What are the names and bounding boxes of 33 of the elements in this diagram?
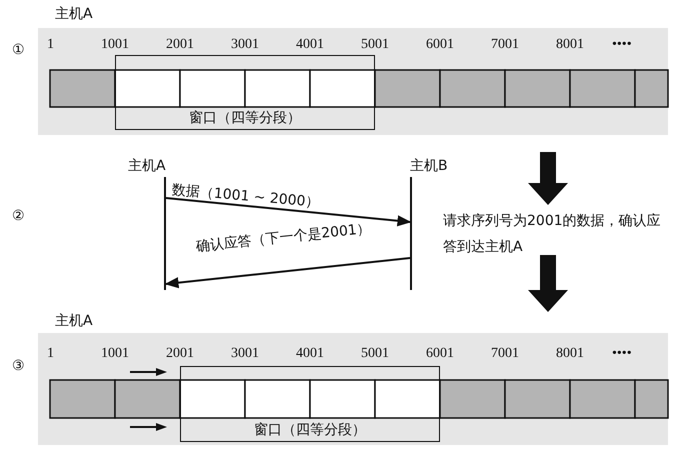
sequence-number: 2001 bbox=[165, 345, 195, 363]
window-box: 窗口（四等分段） bbox=[180, 366, 440, 442]
sequence-number: 3001 bbox=[230, 36, 260, 54]
sequence-number: 8001 bbox=[555, 36, 585, 54]
arrow bbox=[164, 257, 410, 288]
step-number: ② bbox=[12, 208, 25, 226]
sequence-number: 3001 bbox=[230, 345, 260, 363]
sequence-number: 1001 bbox=[100, 36, 130, 54]
sequence-number: 4001 bbox=[295, 345, 325, 363]
edge-label: 数据（1001 ~ 2000） bbox=[171, 181, 320, 212]
ellipsis-dots: •••• bbox=[612, 36, 632, 54]
note-text: 请求序列号为2001的数据，确认应答到达主机A bbox=[443, 212, 662, 257]
sequence-number: 4001 bbox=[295, 36, 325, 54]
host-label: 主机A bbox=[55, 5, 93, 23]
ellipsis-dots: •••• bbox=[612, 345, 632, 363]
host-label: 主机A bbox=[55, 312, 93, 330]
host-lifeline: 主机A bbox=[128, 157, 166, 290]
sequence-number: 7001 bbox=[490, 345, 520, 363]
arrow bbox=[166, 197, 412, 226]
sequence-number: 7001 bbox=[490, 36, 520, 54]
sequence-number: 5001 bbox=[360, 345, 390, 363]
sequence-number: 5001 bbox=[360, 36, 390, 54]
sequence-number: 2001 bbox=[165, 36, 195, 54]
sequence-number: 1 bbox=[47, 345, 54, 363]
edge-label: 确认应答（下一个是2001） bbox=[195, 220, 372, 256]
step-number: ① bbox=[12, 42, 25, 60]
sequence-number: 6001 bbox=[425, 345, 455, 363]
sequence-number: 8001 bbox=[555, 345, 585, 363]
sequence-number: 6001 bbox=[425, 36, 455, 54]
window-box: 窗口（四等分段） bbox=[115, 55, 375, 130]
sequence-number: 1001 bbox=[100, 345, 130, 363]
sequence-number: 1 bbox=[47, 36, 54, 54]
step-number: ③ bbox=[12, 358, 25, 376]
